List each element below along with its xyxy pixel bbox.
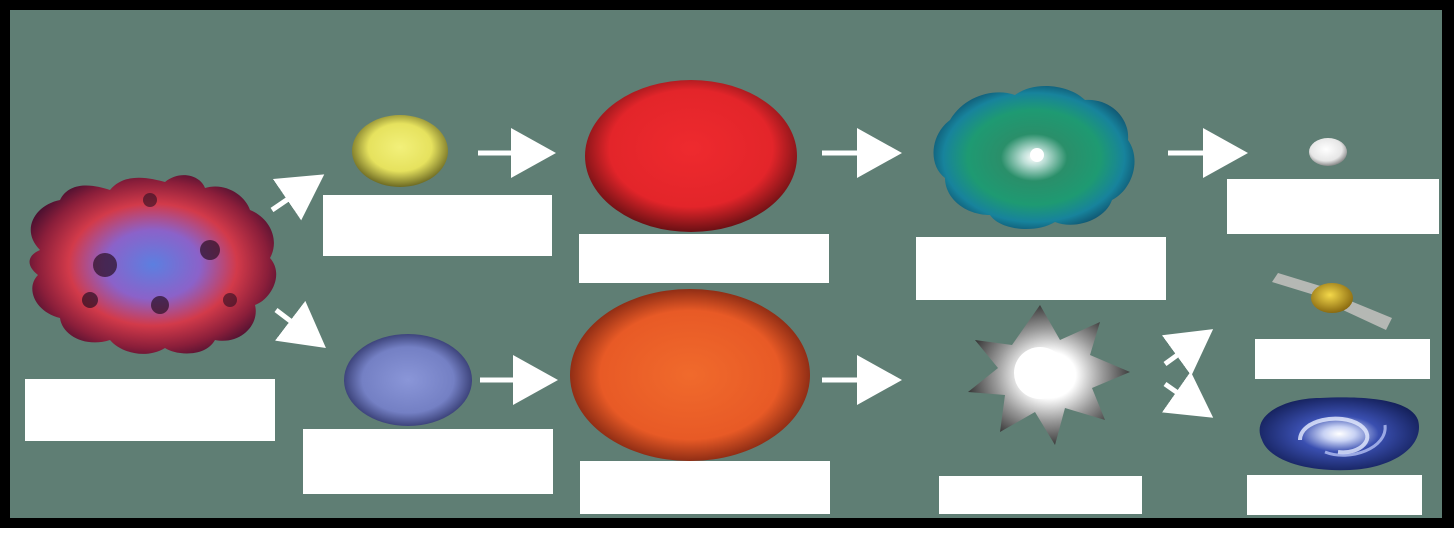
yellow-star-icon [352,115,448,187]
label-supernova [939,476,1142,514]
arrow-nebula-to-average-star [270,174,325,221]
arrow-supernova-to-black-hole [1161,371,1214,418]
arrows [270,128,1248,418]
label-white-dwarf [1227,179,1439,234]
label-nebula [25,379,275,441]
red-giant-icon [585,80,797,232]
label-black-hole [1247,475,1422,515]
label-red-supergiant [580,461,830,514]
label-planetary-nebula [916,237,1166,300]
black-hole-spiral-icon [1259,397,1420,471]
arrow-nebula-to-massive-star [274,300,326,349]
label-average-star [323,195,552,256]
nebula-cloud-icon [29,175,277,354]
label-red-giant [579,234,829,283]
white-dwarf-icon [1309,138,1347,166]
arrow-supernova-to-neutron-star [1161,329,1214,376]
blue-star-icon [344,334,472,426]
supernova-burst-icon [968,305,1130,445]
planetary-nebula-icon [933,85,1135,230]
red-supergiant-icon [570,289,810,461]
neutron-star-pulsar-icon [1272,273,1392,330]
label-massive-star [303,429,553,494]
label-neutron-star [1255,339,1430,379]
